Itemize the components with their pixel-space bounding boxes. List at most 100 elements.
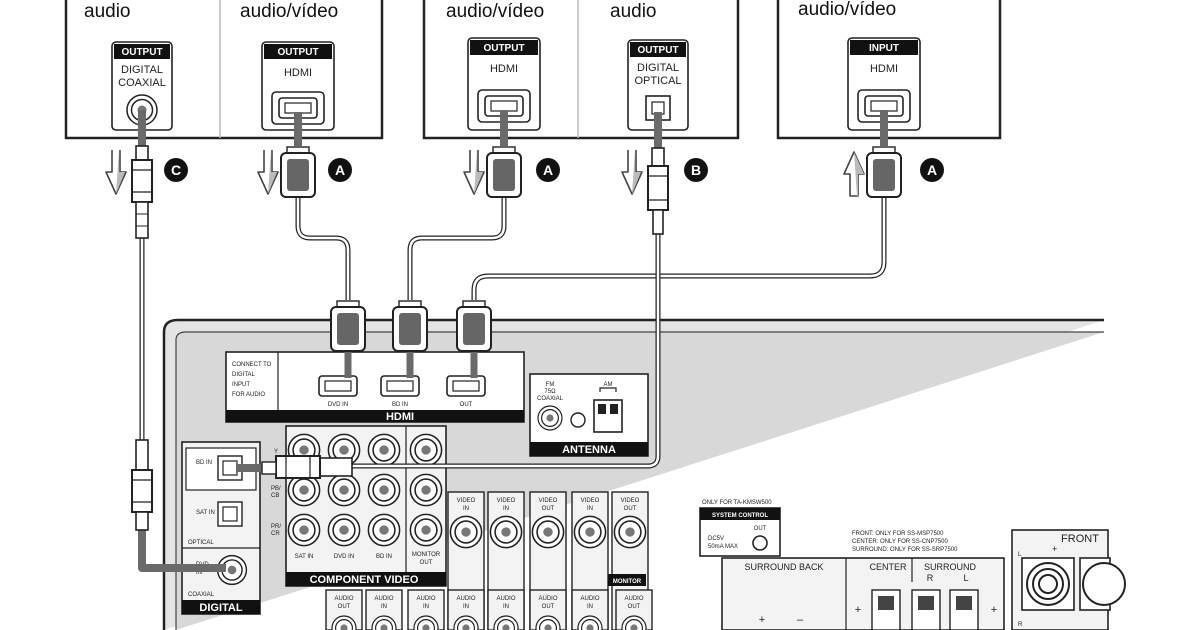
hdmi-plug-receiver-bd [392, 300, 428, 352]
hdmi-plug-device-2 [280, 146, 316, 198]
device-5-port-dir: INPUT [869, 43, 899, 54]
optical-plug-device-4 [647, 147, 669, 235]
video-col-label-1: VIDEO [497, 498, 516, 504]
hdmi-cable-device-5 [471, 110, 888, 300]
device-1-port-dir: OUTPUT [121, 47, 162, 58]
hdmi-plug-device-3 [486, 146, 522, 198]
device-2-hdmi-port: OUTPUT HDMI [261, 41, 335, 131]
device-3-kind: audio/vídeo [446, 1, 544, 22]
coaxial-port-2: IN [196, 570, 202, 576]
cable-badge-a: A [328, 158, 352, 182]
video-jack [573, 515, 607, 549]
cable-badge-c-text: C [171, 162, 181, 178]
hdmi-plug-device-5 [866, 146, 902, 198]
audio-col-label-2: OUT [542, 604, 555, 610]
hdmi-port-bd-in: BD IN [392, 402, 408, 408]
hdmi-bd-in-socket [380, 375, 420, 397]
video-col-label-1: VIDEO [581, 498, 600, 504]
speaker-terminals [871, 589, 979, 630]
audio-col-label-2: IN [587, 604, 593, 610]
audio-col-label-2: IN [423, 604, 429, 610]
component-row-cr: CR [271, 531, 280, 537]
antenna-fm-3: COAXIAL [537, 396, 564, 402]
cable-badge-b-text: B [691, 162, 701, 178]
device-2-port-dir: OUTPUT [277, 47, 318, 58]
device-2-kind: audio/vídeo [240, 1, 338, 22]
device-1-port-line2: COAXIAL [118, 77, 166, 89]
system-control-out: OUT [754, 526, 767, 532]
video-col-label-2: IN [503, 506, 509, 512]
device-5-hdmi-port: INPUT HDMI [847, 37, 921, 131]
component-video-jack [367, 513, 401, 547]
audio-col-label-1: AUDIO [334, 596, 353, 602]
surround-back-minus: – [797, 614, 804, 626]
receiver-speaker-section: FRONT: ONLY FOR SS-MSP7500 CENTER: ONLY … [721, 529, 1126, 630]
signal-arrow-down-icon [463, 149, 485, 195]
cable-badge-a: A [920, 158, 944, 182]
signal-arrow-down-icon [621, 149, 643, 195]
hdmi-cable-device-2 [294, 112, 351, 300]
surround-plus: + [991, 604, 997, 616]
optical-plug-receiver [261, 455, 353, 479]
front-plus: + [1052, 544, 1057, 554]
device-3-hdmi-port: OUTPUT HDMI [467, 37, 541, 131]
surround-label: SURROUND [924, 562, 977, 572]
optical-label: OPTICAL [188, 540, 214, 546]
component-row-y: Y [274, 449, 278, 455]
video-col-label-2: IN [463, 506, 469, 512]
device-1-kind: audio [84, 1, 131, 22]
device-4-optical-port: OUTPUT DIGITAL OPTICAL [627, 39, 689, 131]
device-1-port-line1: DIGITAL [121, 64, 163, 76]
component-video-jack [409, 513, 443, 547]
audio-col-label-2: OUT [628, 604, 641, 610]
video-jack [531, 515, 565, 549]
system-control-note: ONLY FOR TA-KMSW500 [702, 500, 772, 506]
speaker-note-front: FRONT: ONLY FOR SS-MSP7500 [852, 531, 944, 537]
antenna-fm-1: FM [546, 382, 555, 388]
speaker-note-center: CENTER: ONLY FOR SS-CNP7500 [852, 539, 948, 545]
device-4-port-line2: OPTICAL [634, 75, 681, 87]
coaxial-cable-device-1 [138, 110, 226, 572]
signal-arrow-down-icon [257, 149, 279, 195]
audio-col-label-1: AUDIO [624, 596, 643, 602]
video-col-label-1: VIDEO [457, 498, 476, 504]
front-r-label: R [1018, 622, 1023, 628]
hdmi-section-label: HDMI [386, 411, 414, 423]
audio-col-label-1: AUDIO [456, 596, 475, 602]
component-video-jack [367, 473, 401, 507]
component-video-jack [287, 513, 321, 547]
cable-badge-b: B [684, 158, 708, 182]
hdmi-cable-device-3 [407, 110, 508, 300]
hdmi-port-out: OUT [460, 402, 473, 408]
hdmi-note-4: FOR AUDIO [232, 392, 265, 398]
device-4-port-dir: OUTPUT [637, 45, 678, 56]
surround-l-label: L [963, 573, 968, 583]
cable-badge-a-text: A [927, 162, 937, 178]
audio-col-label-2: OUT [338, 604, 351, 610]
cable-badge-a-text: A [543, 162, 553, 178]
receiver-component-video-section: COMPONENT VIDEO Y PB/ CB PR/ CR SAT IN D… [271, 425, 447, 587]
component-video-jack [287, 473, 321, 507]
audio-col-label-2: IN [381, 604, 387, 610]
component-row-cb: CB [271, 493, 279, 499]
audio-col-label-1: AUDIO [496, 596, 515, 602]
device-2-port-type: HDMI [284, 67, 312, 79]
coaxial-label: COAXIAL [188, 592, 215, 598]
system-control-label: SYSTEM CONTROL [712, 513, 768, 519]
video-col-label-1: VIDEO [539, 498, 558, 504]
component-video-jack [367, 433, 401, 467]
surround-r-label: R [927, 573, 934, 583]
antenna-fm-2: 75Ω [544, 389, 556, 395]
system-control-power-1: DC5V [708, 536, 724, 542]
optical-cable-device-4 [236, 112, 662, 472]
antenna-am-label: AM [604, 382, 613, 388]
hdmi-plug-receiver-out [456, 300, 492, 352]
audio-col-label-2: IN [463, 604, 469, 610]
device-5-port-type: HDMI [870, 63, 898, 75]
component-monitor-out-1: MONITOR [412, 552, 441, 558]
audio-col-label-1: AUDIO [374, 596, 393, 602]
system-control-power-2: 50mA MAX [708, 544, 738, 550]
device-3-port-dir: OUTPUT [483, 43, 524, 54]
surround-back-plus: + [759, 614, 765, 626]
hdmi-note-1: CONNECT TO [232, 362, 272, 368]
